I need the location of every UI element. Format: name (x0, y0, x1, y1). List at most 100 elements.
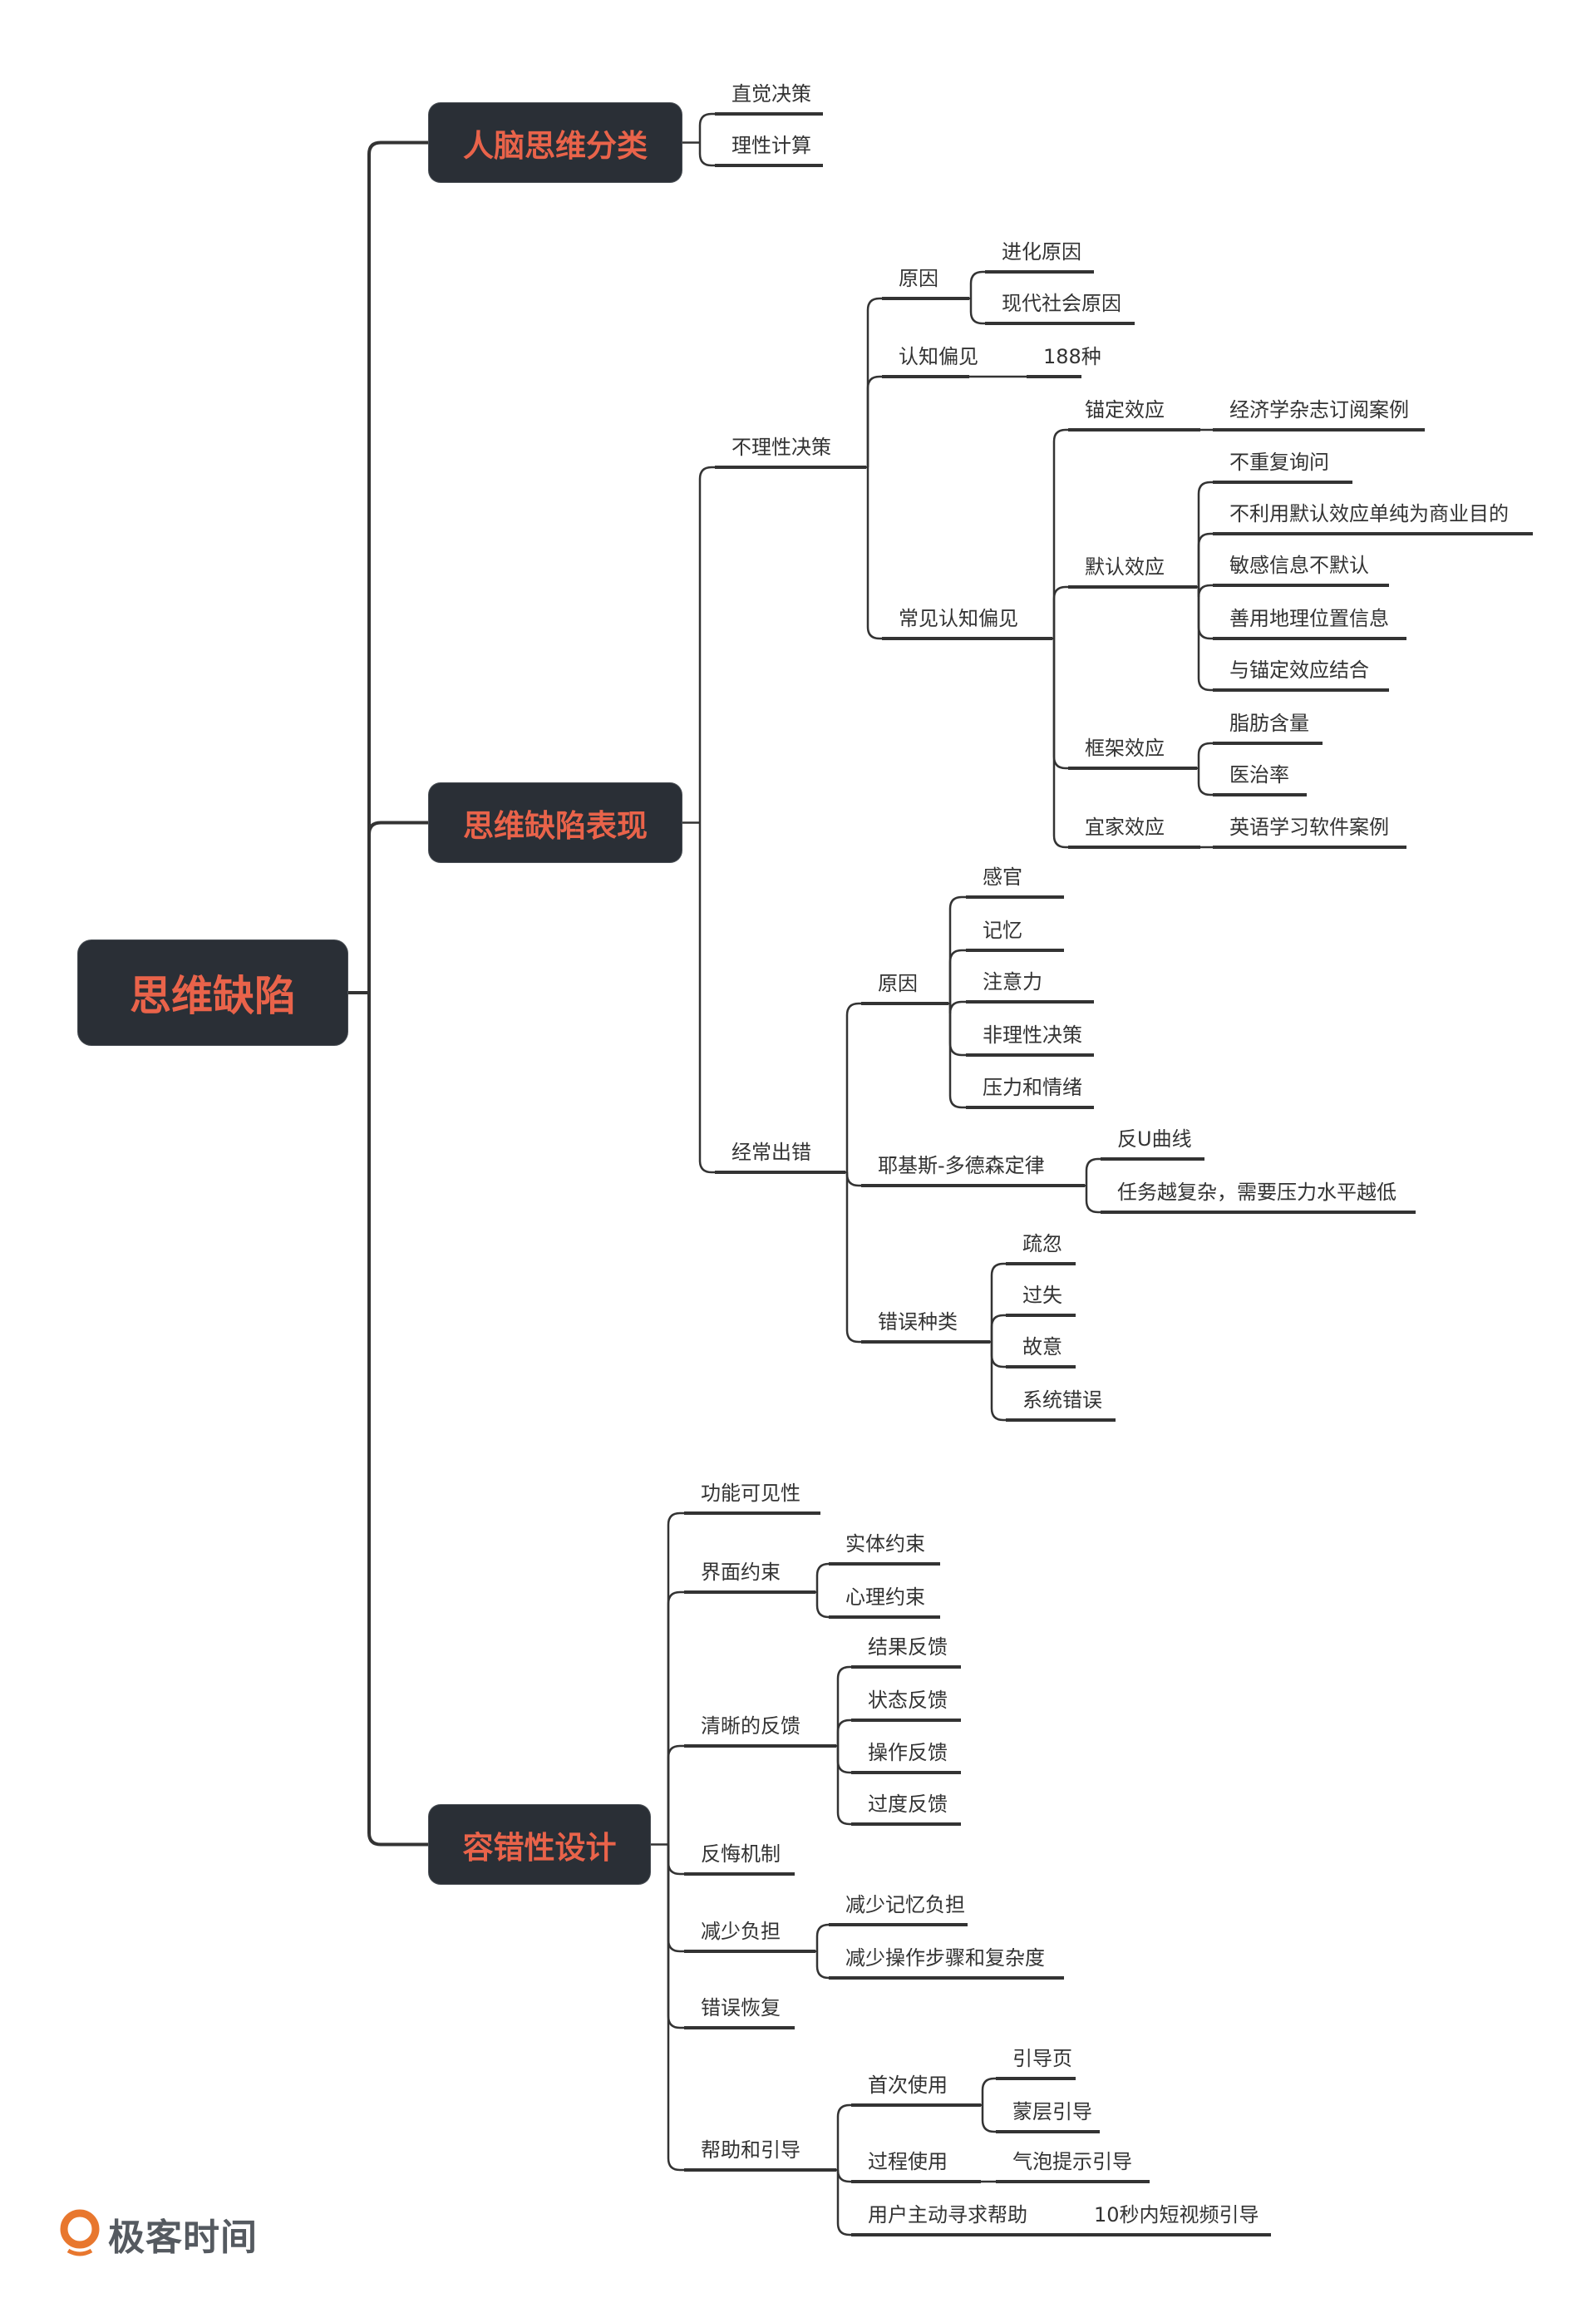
topic-1-1-0-3[interactable]: 非理性决策 (983, 1023, 1082, 1047)
connector-line (815, 1923, 830, 1951)
connector-line (990, 1342, 1006, 1368)
topic-1-0-2-0[interactable]: 锚定效应 (1085, 398, 1165, 422)
topic-1-0-2-1-1[interactable]: 不利用默认效应单纯为商业目的 (1229, 502, 1509, 525)
main-topic-2[interactable]: 容错性设计 (429, 1805, 650, 1884)
topic-1-0-2-1-3[interactable]: 善用地理位置信息 (1229, 607, 1389, 630)
topic-2-1-1[interactable]: 心理约束 (845, 1585, 925, 1609)
topic-2-1-0[interactable]: 实体约束 (845, 1532, 925, 1556)
connector-line (1197, 532, 1213, 587)
main-topic-0[interactable]: 人脑思维分类 (429, 103, 682, 182)
connector-line (1197, 587, 1213, 692)
topic-0-1[interactable]: 理性计算 (732, 134, 811, 157)
topic-label: 人脑思维分类 (463, 127, 648, 164)
connector-line (836, 1719, 851, 1746)
topic-1-1-2-3[interactable]: 系统错误 (1022, 1388, 1102, 1412)
connector-line (1197, 481, 1213, 587)
topic-1-1-2-1[interactable]: 过失 (1022, 1284, 1062, 1307)
topic-1-0-2-3-0[interactable]: 英语学习软件案例 (1229, 816, 1389, 839)
topic-2-2-3[interactable]: 过度反馈 (868, 1793, 948, 1816)
topic-1-1-0-1[interactable]: 记忆 (983, 919, 1022, 942)
connector-line (367, 993, 429, 1847)
topic-2-2-1[interactable]: 状态反馈 (868, 1689, 948, 1712)
topic-2-6-0[interactable]: 首次使用 (868, 2074, 948, 2097)
topic-1-0-2-1-0[interactable]: 不重复询问 (1229, 451, 1329, 474)
topic-2-1[interactable]: 界面约束 (701, 1561, 781, 1584)
topic-label: 容错性设计 (462, 1829, 617, 1866)
connector-line (1085, 1186, 1101, 1214)
topic-2-6-2[interactable]: 用户主动寻求帮助 (868, 2203, 1027, 2226)
connector-line (1197, 768, 1213, 796)
connector-line (981, 2105, 996, 2133)
topic-2-5[interactable]: 错误恢复 (701, 1996, 781, 2019)
central-topic[interactable]: 思维缺陷 (78, 940, 347, 1045)
topic-1-1-2[interactable]: 错误种类 (878, 1310, 958, 1334)
connector-line (948, 1000, 966, 1014)
topic-1-0-2-0-0[interactable]: 经济学杂志订阅案例 (1229, 398, 1409, 422)
connector-line (969, 270, 985, 298)
connector-line (866, 297, 882, 467)
topic-2-0[interactable]: 功能可见性 (701, 1482, 800, 1505)
connector-line (367, 141, 429, 993)
main-topic-1[interactable]: 思维缺陷表现 (429, 783, 682, 862)
topic-1-0-2-1[interactable]: 默认效应 (1085, 555, 1165, 579)
topic-1-0-1[interactable]: 认知偏见 (899, 345, 978, 368)
topic-1-1-0-2[interactable]: 注意力 (983, 970, 1042, 994)
topic-1-0-2-1-4[interactable]: 与锚定效应结合 (1229, 658, 1369, 682)
topic-2-6-0-1[interactable]: 蒙层引导 (1012, 2100, 1092, 2123)
connector-line (667, 1590, 684, 1845)
topic-2-3[interactable]: 反悔机制 (701, 1842, 781, 1866)
topic-1-0-1-0[interactable]: 188种 (1043, 345, 1101, 368)
topic-1-1-2-2[interactable]: 故意 (1022, 1335, 1062, 1359)
connector-line (836, 2170, 851, 2236)
brand-logo: 极客时间 (58, 2207, 258, 2261)
topic-2-2-2[interactable]: 操作反馈 (868, 1741, 948, 1764)
topic-1-0-2-2-0[interactable]: 脂肪含量 (1229, 712, 1309, 735)
topic-1-1-0-0[interactable]: 感官 (983, 865, 1022, 889)
topic-1-0-2-2[interactable]: 框架效应 (1085, 737, 1165, 760)
topic-1-1-1[interactable]: 耶基斯-多德森定律 (878, 1154, 1045, 1177)
topic-1-0-0[interactable]: 原因 (899, 267, 938, 290)
topic-1-0-0-1[interactable]: 现代社会原因 (1002, 292, 1121, 315)
topic-1-1[interactable]: 经常出错 (732, 1141, 811, 1164)
topic-1-0-2[interactable]: 常见认知偏见 (899, 607, 1018, 630)
topic-0-0[interactable]: 直觉决策 (732, 82, 811, 106)
topic-1-1-0[interactable]: 原因 (878, 972, 918, 995)
connector-line (845, 1002, 861, 1172)
topic-1-1-0-4[interactable]: 压力和情绪 (983, 1076, 1082, 1099)
topic-1-1-1-0[interactable]: 反U曲线 (1117, 1127, 1192, 1151)
connector-line (990, 1262, 1006, 1342)
connector-line (948, 1004, 966, 1109)
connector-line (1052, 639, 1068, 849)
topic-1-1-1-1[interactable]: 任务越复杂，需要压力水平越低 (1117, 1181, 1396, 1204)
topic-2-6-0-0[interactable]: 引导页 (1012, 2047, 1072, 2070)
connector-line (1052, 585, 1068, 639)
connector-line (836, 2169, 851, 2183)
connector-line (990, 1314, 1006, 1342)
topic-2-4[interactable]: 减少负担 (701, 1920, 781, 1943)
topic-2-6-1-0[interactable]: 气泡提示引导 (1012, 2150, 1132, 2173)
topic-2-2[interactable]: 清晰的反馈 (701, 1714, 800, 1738)
topic-1-0-2-3[interactable]: 宜家效应 (1085, 816, 1165, 839)
geektime-logo-icon (58, 2209, 101, 2259)
topic-1-0-2-1-2[interactable]: 敏感信息不默认 (1229, 554, 1369, 577)
connector-line (667, 1744, 684, 1845)
topic-2-6-2-0[interactable]: 10秒内短视频引导 (1094, 2203, 1259, 2226)
topic-label: 思维缺陷 (130, 972, 296, 1020)
connector-line (836, 1746, 851, 1826)
connector-line (667, 1844, 684, 2172)
topic-2-6[interactable]: 帮助和引导 (701, 2138, 800, 2162)
topic-2-4-0[interactable]: 减少记忆负担 (845, 1893, 965, 1916)
connector-line (698, 142, 715, 167)
topic-label: 思维缺陷表现 (463, 807, 648, 844)
topic-1-1-2-0[interactable]: 疏忽 (1022, 1232, 1062, 1255)
connector-line (698, 466, 715, 823)
topic-1-0[interactable]: 不理性决策 (732, 436, 831, 459)
connector-line (836, 1746, 851, 1774)
topic-1-0-2-2-1[interactable]: 医治率 (1229, 763, 1289, 787)
topic-2-4-1[interactable]: 减少操作步骤和复杂度 (845, 1946, 1045, 1970)
topic-2-2-0[interactable]: 结果反馈 (868, 1635, 948, 1659)
connector-line (815, 1592, 830, 1619)
topic-2-6-1[interactable]: 过程使用 (868, 2150, 948, 2173)
topic-1-0-0-0[interactable]: 进化原因 (1002, 240, 1081, 264)
